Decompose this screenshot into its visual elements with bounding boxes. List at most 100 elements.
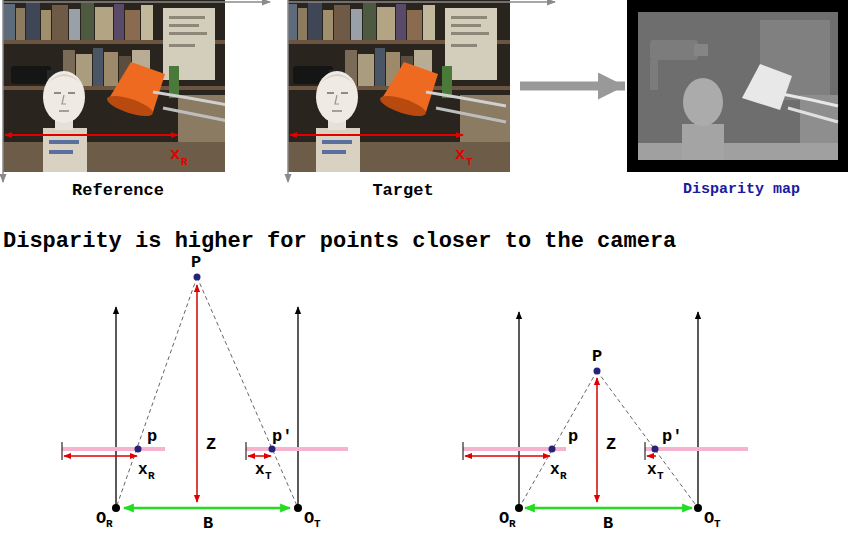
disparity-map-image <box>682 124 724 160</box>
disparity-map-image <box>782 94 838 106</box>
image-panel: Reference <box>3 0 233 203</box>
stereo-geometry-near <box>515 504 523 512</box>
stereo-geometry-far <box>196 285 198 502</box>
projection-label: p <box>568 428 578 445</box>
stereo-geometry-far <box>246 447 348 451</box>
image-axis <box>3 0 555 182</box>
stereo-geometry-far <box>62 442 63 460</box>
stereo-geometry-near <box>652 446 659 453</box>
coordinate-subscript: T <box>657 471 664 482</box>
disparity-map-image <box>742 64 792 110</box>
projection-label: p′ <box>272 428 292 445</box>
stereo-geometry-near <box>596 378 598 502</box>
image-caption: Reference <box>3 182 233 199</box>
stereo-geometry-far <box>197 277 298 508</box>
stereo-geometry-far <box>62 447 165 451</box>
stereo-geometry-near <box>465 455 550 457</box>
statement-heading: Disparity is higher for points closer to… <box>3 231 676 253</box>
image-coordinate-arrow <box>5 135 463 136</box>
point-label: P <box>592 348 602 365</box>
baseline-label: B <box>203 515 213 532</box>
disparity-map-image <box>638 143 838 160</box>
coordinate-symbol: x <box>647 462 657 478</box>
flow-arrow <box>520 82 625 91</box>
coordinate-symbol: x <box>455 146 465 163</box>
stereo-geometry-far <box>294 504 302 512</box>
disparity-map-image <box>650 40 698 60</box>
disparity-map-image <box>627 0 848 172</box>
projection-label: p′ <box>662 428 682 445</box>
stereo-geometry-near <box>597 371 698 508</box>
stereo-geometry-far <box>112 504 120 512</box>
disparity-map-image <box>650 60 658 90</box>
stereo-geometry-far <box>124 507 290 510</box>
stereo-geometry-far <box>248 455 271 457</box>
image-coordinate-arrow <box>5 134 178 136</box>
stereo-geometry-near <box>525 507 692 510</box>
coordinate-subscript: T <box>466 157 473 168</box>
baseline-label: B <box>603 515 613 532</box>
image-coordinate-arrow <box>290 134 463 136</box>
camera-center-label: O <box>96 510 106 527</box>
stereo-geometry-near <box>549 446 556 453</box>
stereo-geometry-far <box>64 455 137 457</box>
coordinate-subscript: R <box>148 471 155 482</box>
stereo-geometry-near <box>463 312 748 512</box>
coordinate-subscript: R <box>181 157 188 168</box>
image-axis <box>3 1 270 3</box>
disparity-map-image <box>683 78 723 126</box>
stereo-geometry-near <box>463 442 464 460</box>
stereo-geometry-far <box>269 446 276 453</box>
stereo-geometry-near <box>518 312 519 508</box>
stereo-geometry-far <box>297 307 298 508</box>
image-caption: Disparity map <box>627 182 852 197</box>
stereo-geometry-far <box>135 446 142 453</box>
stereo-geometry-near <box>647 455 656 457</box>
reference-photo <box>3 0 225 172</box>
reference-photo <box>43 62 225 172</box>
camera-subscript: R <box>106 519 113 530</box>
depth-label: Z <box>606 436 616 453</box>
point-label: P <box>191 254 201 271</box>
image-panel: Target <box>288 0 518 203</box>
disparity-map-image <box>627 0 848 172</box>
coordinate-subscript: R <box>560 471 567 482</box>
stereo-geometry-far <box>194 274 201 281</box>
target-photo <box>288 0 510 172</box>
image-caption: Target <box>288 182 518 199</box>
disparity-map-image <box>638 12 838 160</box>
camera-center-label: O <box>499 510 509 527</box>
image-axis <box>287 0 289 182</box>
stereo-geometry-near <box>519 371 597 508</box>
stereo-geometry-far <box>116 277 197 508</box>
stereo-geometry-near <box>697 312 698 508</box>
camera-subscript: T <box>714 519 721 530</box>
stereo-geometry-near <box>645 442 646 460</box>
target-photo <box>316 62 506 172</box>
camera-center-label: O <box>304 510 314 527</box>
disparity-map-image <box>788 108 838 122</box>
stereo-geometry-far <box>246 442 247 460</box>
image-axis <box>2 0 4 182</box>
coordinate-symbol: x <box>170 146 180 163</box>
stereo-geometry-near <box>645 447 748 451</box>
coordinate-symbol: x <box>138 462 148 478</box>
target-photo <box>288 0 510 172</box>
image-panel: Disparity map <box>627 0 852 201</box>
stereo-geometry-near <box>694 504 702 512</box>
coordinate-subscript: T <box>265 471 272 482</box>
stereo-geometry-far <box>115 307 116 508</box>
image-axis <box>288 1 555 3</box>
camera-subscript: T <box>314 519 321 530</box>
stereo-geometry-near <box>594 368 601 375</box>
stereo-geometry-far <box>62 274 348 513</box>
reference-photo <box>3 0 225 172</box>
camera-subscript: R <box>509 519 516 530</box>
coordinate-symbol: x <box>255 462 265 478</box>
target-photo <box>275 0 525 172</box>
depth-label: Z <box>206 436 216 453</box>
coordinate-symbol: x <box>550 462 560 478</box>
